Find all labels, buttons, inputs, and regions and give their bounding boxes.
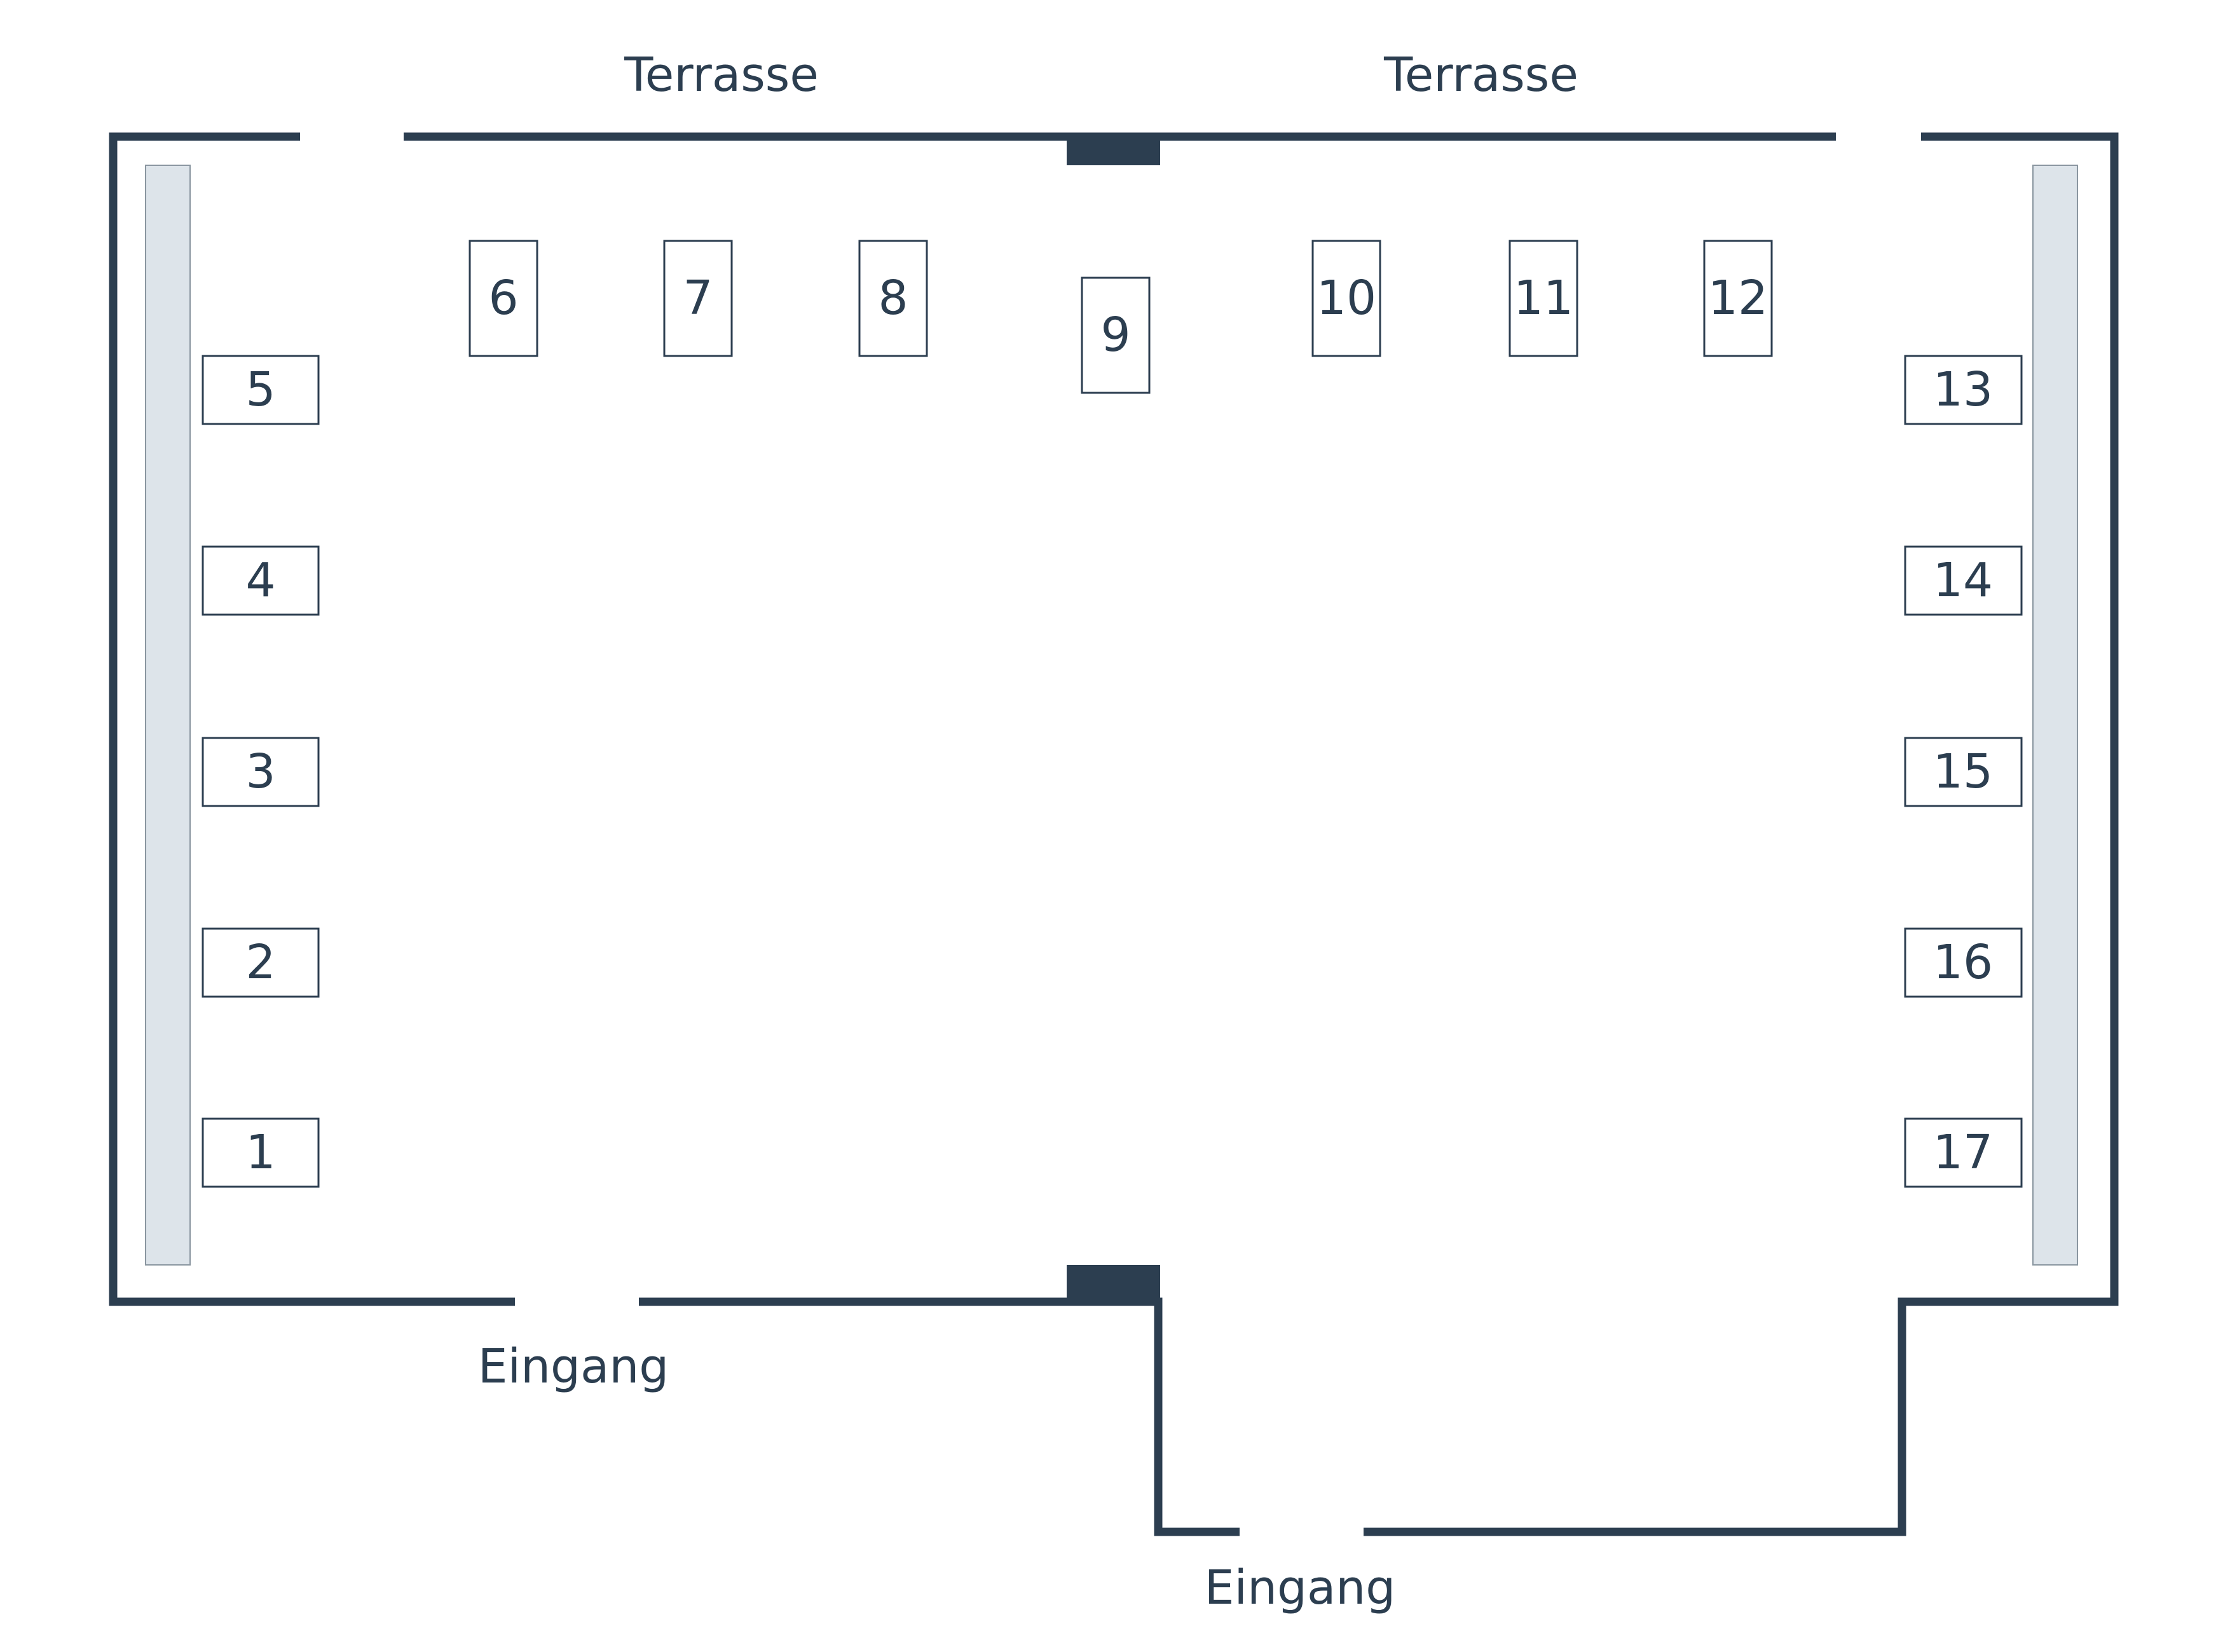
window-right bbox=[2032, 165, 2078, 1266]
terrace-label-left: Terrasse bbox=[624, 48, 819, 102]
table-2-box bbox=[202, 927, 320, 998]
table-12-number: 12 bbox=[1708, 271, 1768, 325]
window-left bbox=[145, 165, 191, 1266]
table-10-number: 10 bbox=[1317, 271, 1376, 325]
table-12[interactable]: 12 bbox=[1703, 240, 1773, 357]
entrance-label-bottom: Eingang bbox=[1205, 1560, 1395, 1615]
table-13-number: 13 bbox=[1933, 362, 1993, 417]
table-15-number: 15 bbox=[1933, 744, 1993, 799]
table-3[interactable]: 3 bbox=[202, 737, 320, 807]
table-6[interactable]: 6 bbox=[469, 240, 538, 357]
table-17-number: 17 bbox=[1933, 1125, 1993, 1180]
table-13-box bbox=[1904, 355, 2023, 425]
table-9-box bbox=[1081, 276, 1151, 394]
table-6-box bbox=[469, 240, 538, 357]
table-14-number: 14 bbox=[1933, 553, 1993, 608]
table-5-number: 5 bbox=[245, 362, 275, 417]
table-1-box bbox=[202, 1117, 320, 1188]
table-13[interactable]: 13 bbox=[1904, 355, 2023, 425]
table-1[interactable]: 1 bbox=[202, 1117, 320, 1188]
table-8[interactable]: 8 bbox=[858, 240, 928, 357]
table-4-number: 4 bbox=[245, 553, 275, 608]
table-15-box bbox=[1904, 737, 2023, 807]
table-4-box bbox=[202, 545, 320, 616]
wall-bottom-center bbox=[639, 1297, 1240, 1536]
table-5-box bbox=[202, 355, 320, 425]
table-17[interactable]: 17 bbox=[1904, 1117, 2023, 1188]
table-8-number: 8 bbox=[878, 271, 908, 325]
table-9-number: 9 bbox=[1100, 308, 1130, 362]
table-1-number: 1 bbox=[245, 1125, 275, 1180]
table-9[interactable]: 9 bbox=[1081, 276, 1151, 394]
pillar-bottom bbox=[1067, 1265, 1160, 1302]
table-2-number: 2 bbox=[245, 935, 275, 990]
table-10[interactable]: 10 bbox=[1311, 240, 1381, 357]
table-16-box bbox=[1904, 927, 2023, 998]
table-4[interactable]: 4 bbox=[202, 545, 320, 616]
table-17-box bbox=[1904, 1117, 2023, 1188]
table-7[interactable]: 7 bbox=[663, 240, 733, 357]
table-7-number: 7 bbox=[683, 271, 713, 325]
table-15[interactable]: 15 bbox=[1904, 737, 2023, 807]
entrance-label-left: Eingang bbox=[478, 1339, 669, 1394]
table-16-number: 16 bbox=[1933, 935, 1993, 990]
table-12-box bbox=[1703, 240, 1773, 357]
table-5[interactable]: 5 bbox=[202, 355, 320, 425]
table-7-box bbox=[663, 240, 733, 357]
table-3-box bbox=[202, 737, 320, 807]
table-14-box bbox=[1904, 545, 2023, 616]
table-3-number: 3 bbox=[245, 744, 275, 799]
table-14[interactable]: 14 bbox=[1904, 545, 2023, 616]
table-16[interactable]: 16 bbox=[1904, 927, 2023, 998]
table-6-number: 6 bbox=[488, 271, 518, 325]
pillar-top bbox=[1067, 133, 1160, 165]
table-11[interactable]: 11 bbox=[1508, 240, 1578, 357]
wall-top-right bbox=[1364, 132, 2119, 1536]
table-10-box bbox=[1311, 240, 1381, 357]
table-11-number: 11 bbox=[1514, 271, 1573, 325]
terrace-label-right: Terrasse bbox=[1383, 48, 1578, 102]
table-11-box bbox=[1508, 240, 1578, 357]
table-2[interactable]: 2 bbox=[202, 927, 320, 998]
table-8-box bbox=[858, 240, 928, 357]
wall-top-left bbox=[109, 132, 515, 1306]
